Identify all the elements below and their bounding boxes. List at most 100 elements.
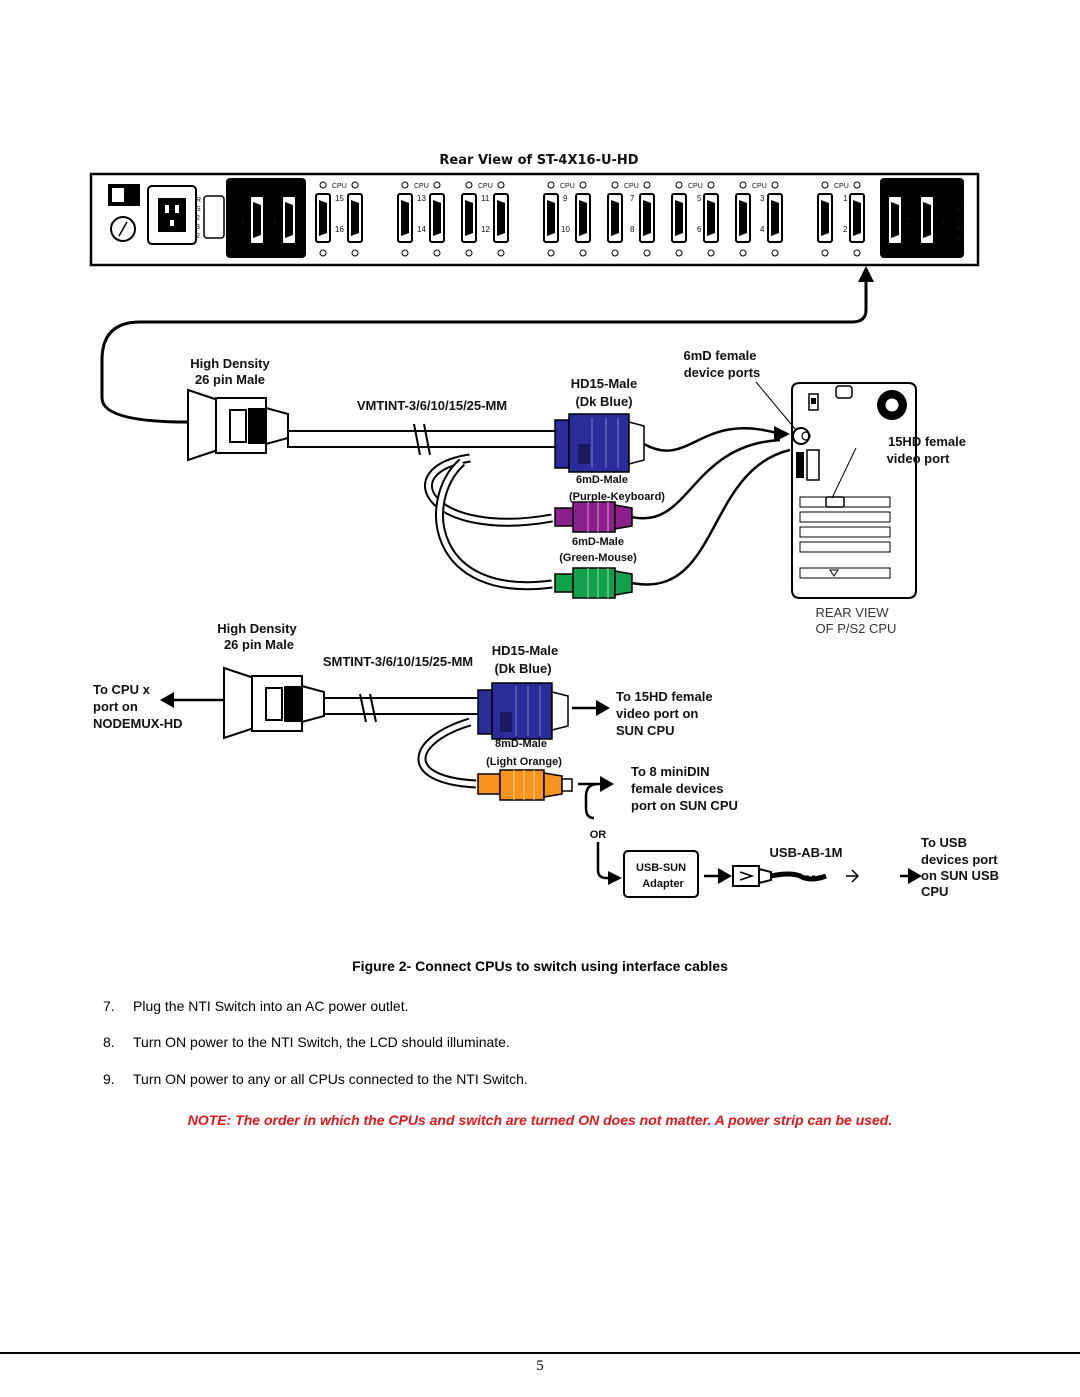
switch-cable bbox=[100, 270, 868, 424]
step-text: Turn ON power to the NTI Switch, the LCD… bbox=[133, 1034, 510, 1050]
vmtint-hd15-color: (Dk Blue) bbox=[575, 394, 632, 409]
figure-caption: Figure 2- Connect CPUs to switch using i… bbox=[352, 958, 728, 974]
svg-text:4: 4 bbox=[240, 217, 245, 226]
smtint-cable bbox=[160, 667, 922, 898]
svg-text:8: 8 bbox=[630, 225, 635, 234]
ps2-video-port-2: video port bbox=[887, 451, 951, 466]
vmtint-kb-label: 6mD-Male bbox=[576, 474, 628, 486]
vmtint-hd15-label: HD15-Male bbox=[571, 376, 637, 391]
vmtint-mouse-label: 6mD-Male bbox=[572, 536, 624, 548]
svg-text:S: S bbox=[956, 208, 961, 215]
ps2-rear-view-2: OF P/S2 CPU bbox=[816, 621, 897, 636]
svg-text:2: 2 bbox=[196, 215, 200, 222]
switch-rear-panel: R S 2 3 2 U S E R S 43 21 U S E R S CPU … bbox=[89, 172, 980, 267]
svg-text:CPU: CPU bbox=[624, 183, 639, 190]
svg-text:R: R bbox=[196, 197, 201, 204]
svg-text:E: E bbox=[956, 217, 961, 224]
cpu-port-pair-9-10: CPU 9 10 bbox=[543, 181, 591, 257]
smtint-hd-label-1: High Density bbox=[217, 621, 297, 636]
note-text: NOTE: The order in which the CPUs and sw… bbox=[187, 1112, 893, 1128]
page-number: 5 bbox=[536, 1358, 544, 1374]
smtint-hd15-color: (Dk Blue) bbox=[494, 661, 551, 676]
to-video-label-2: video port on bbox=[616, 706, 698, 721]
to-cpu-label-2: port on bbox=[93, 699, 138, 714]
svg-text:2: 2 bbox=[906, 217, 911, 226]
svg-text:CPU: CPU bbox=[332, 183, 347, 190]
ps2-device-ports-1: 6mD female bbox=[684, 348, 757, 363]
cpu-port-pair-15-16: CPU 15 16 bbox=[315, 181, 363, 257]
vmtint-mouse-color: (Green-Mouse) bbox=[559, 552, 637, 564]
step-9: 9. Turn ON power to any or all CPUs conne… bbox=[103, 1071, 528, 1087]
svg-text:9: 9 bbox=[563, 194, 568, 203]
step-8: 8. Turn ON power to the NTI Switch, the L… bbox=[103, 1034, 510, 1050]
step-number: 9. bbox=[103, 1071, 115, 1087]
svg-text:S: S bbox=[196, 206, 201, 213]
cpu-port-pair-13-14: CPU 13 14 bbox=[397, 181, 445, 257]
svg-text:R: R bbox=[956, 226, 961, 233]
cable-connection-diagram: Rear View of ST-4X16-U-HD R S 2 3 2 U S … bbox=[89, 153, 999, 899]
smtint-hd15-label: HD15-Male bbox=[492, 643, 558, 658]
to-video-label-1: To 15HD female bbox=[616, 689, 713, 704]
sun-minidin-connector-orange bbox=[477, 769, 573, 801]
usb-cable bbox=[732, 865, 860, 887]
svg-text:1: 1 bbox=[843, 194, 848, 203]
ps2-device-ports-2: device ports bbox=[684, 365, 761, 380]
cpu-port-pair-3-4: CPU 3 4 bbox=[735, 181, 783, 257]
to-mini-label-3: port on SUN CPU bbox=[631, 798, 738, 813]
ps2-rear-view-1: REAR VIEW bbox=[816, 605, 890, 620]
svg-text:U: U bbox=[956, 199, 961, 206]
step-text: Plug the NTI Switch into an AC power out… bbox=[133, 998, 409, 1014]
cpu-port-pair-7-8: CPU 7 8 bbox=[607, 181, 655, 257]
rs232-port-icon bbox=[203, 195, 225, 239]
to-usb-label-4: CPU bbox=[921, 884, 948, 899]
vmtint-cable-name: VMTINT-3/6/10/15/25-MM bbox=[357, 398, 507, 413]
svg-text:7: 7 bbox=[630, 194, 635, 203]
svg-text:5: 5 bbox=[697, 194, 702, 203]
svg-text:CPU: CPU bbox=[414, 183, 429, 190]
svg-text:2: 2 bbox=[196, 233, 200, 240]
to-video-label-3: SUN CPU bbox=[616, 723, 675, 738]
mouse-connector-green bbox=[554, 567, 633, 599]
diagram-title: Rear View of ST-4X16-U-HD bbox=[439, 153, 638, 168]
svg-text:1: 1 bbox=[941, 217, 946, 226]
svg-text:3: 3 bbox=[196, 224, 200, 231]
usb-sun-adapter-label-2: Adapter bbox=[642, 878, 684, 890]
vmtint-kb-color: (Purple-Keyboard) bbox=[569, 491, 665, 503]
keyboard-connector-purple bbox=[554, 501, 633, 533]
to-usb-label-1: To USB bbox=[921, 835, 967, 850]
ps2-port-icon bbox=[792, 427, 810, 445]
vmtint-hd-label-1: High Density bbox=[190, 356, 270, 371]
cpu-port-pair-11-12: CPU 11 12 bbox=[461, 181, 509, 257]
svg-text:6: 6 bbox=[697, 225, 702, 234]
to-cpu-label-1: To CPU x bbox=[93, 682, 151, 697]
svg-text:3: 3 bbox=[760, 194, 765, 203]
or-label: OR bbox=[590, 829, 607, 841]
svg-text:13: 13 bbox=[417, 194, 426, 203]
smtint-hd-label-2: 26 pin Male bbox=[224, 637, 294, 652]
svg-text:4: 4 bbox=[760, 225, 765, 234]
sun-hd15-connector-blue bbox=[477, 682, 569, 740]
step-number: 7. bbox=[103, 998, 115, 1014]
to-usb-label-3: on SUN USB bbox=[921, 868, 999, 883]
svg-text:2: 2 bbox=[843, 225, 848, 234]
cpu-port-pair-5-6: CPU 5 6 bbox=[671, 181, 719, 257]
cpu-port-pair-1-2: CPU 1 2 bbox=[817, 181, 865, 257]
usb-sun-adapter bbox=[623, 850, 699, 898]
ps2-video-port-1: 15HD female bbox=[888, 434, 966, 449]
svg-text:CPU: CPU bbox=[834, 183, 849, 190]
vmtint-hd-label-2: 26 pin Male bbox=[195, 372, 265, 387]
step-text: Turn ON power to any or all CPUs connect… bbox=[133, 1071, 528, 1087]
step-number: 8. bbox=[103, 1034, 115, 1050]
usb-sun-adapter-label-1: USB-SUN bbox=[636, 862, 686, 874]
step-7: 7. Plug the NTI Switch into an AC power o… bbox=[103, 998, 408, 1014]
svg-text:CPU: CPU bbox=[478, 183, 493, 190]
ps2-cpu-rear-view bbox=[755, 381, 917, 599]
svg-text:11: 11 bbox=[481, 194, 490, 203]
to-cpu-label-3: NODEMUX-HD bbox=[93, 716, 183, 731]
svg-text:10: 10 bbox=[561, 225, 570, 234]
svg-text:CPU: CPU bbox=[688, 183, 703, 190]
svg-text:CPU: CPU bbox=[560, 183, 575, 190]
svg-text:15: 15 bbox=[335, 194, 344, 203]
vga-port-icon bbox=[825, 496, 845, 508]
usb-cable-label: USB-AB-1M bbox=[770, 845, 843, 860]
